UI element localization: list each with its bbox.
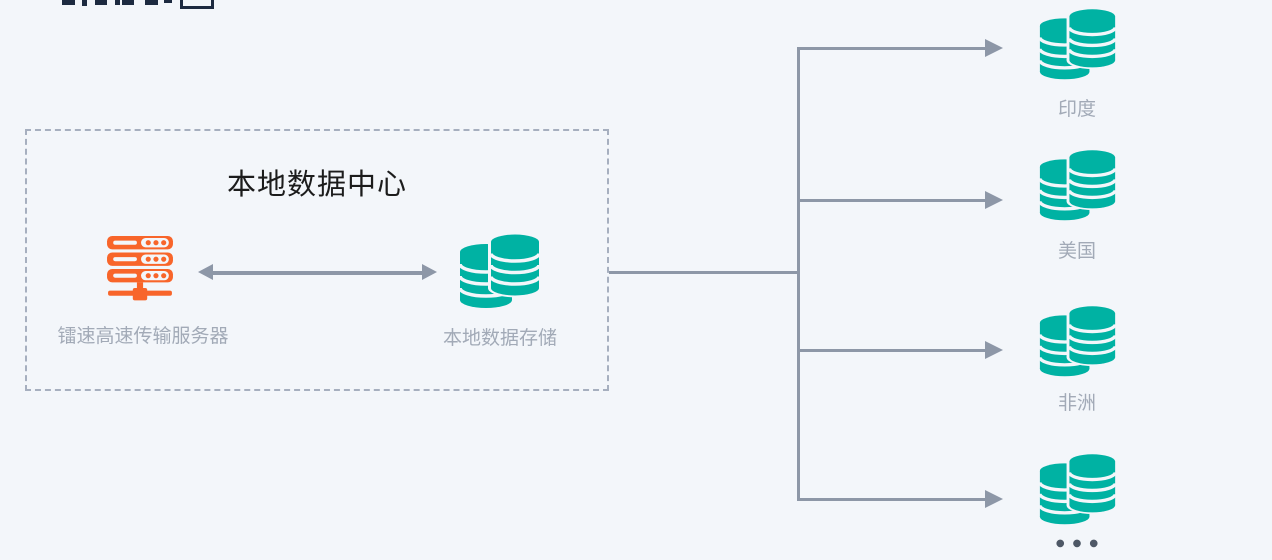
database-icon [1038, 147, 1118, 225]
more-regions-ellipsis: ●●● [1055, 538, 1107, 549]
database-icon [1038, 6, 1118, 84]
arrowhead-icon [985, 191, 1003, 209]
region-label-india: 印度 [1057, 98, 1096, 120]
arrowhead-icon [985, 341, 1003, 359]
region-label-africa: 非洲 [1057, 392, 1096, 414]
branch-arrow-more [797, 490, 1003, 509]
server-rack-icon [106, 236, 174, 304]
branch-arrow-india [797, 39, 1003, 58]
database-icon [1038, 451, 1118, 529]
branch-arrow-africa [797, 341, 1003, 360]
local-datacenter-title: 本地数据中心 [226, 167, 408, 201]
connector-feed-line [609, 271, 799, 274]
arrowhead-icon [985, 39, 1003, 57]
arrowhead-right-icon [422, 264, 437, 280]
arrowhead-left-icon [198, 264, 213, 280]
region-label-usa: 美国 [1057, 240, 1096, 262]
local-storage-label: 本地数据存储 [442, 327, 557, 349]
server-label: 镭速高速传输服务器 [57, 325, 229, 347]
arrowhead-icon [985, 490, 1003, 508]
branch-arrow-usa [797, 191, 1003, 210]
connector-trunk-line [797, 47, 800, 501]
database-icon [1038, 303, 1118, 381]
database-icon [458, 232, 542, 312]
bidirectional-arrow [198, 264, 437, 281]
local-datacenter-box: 本地数据中心 [25, 129, 609, 391]
